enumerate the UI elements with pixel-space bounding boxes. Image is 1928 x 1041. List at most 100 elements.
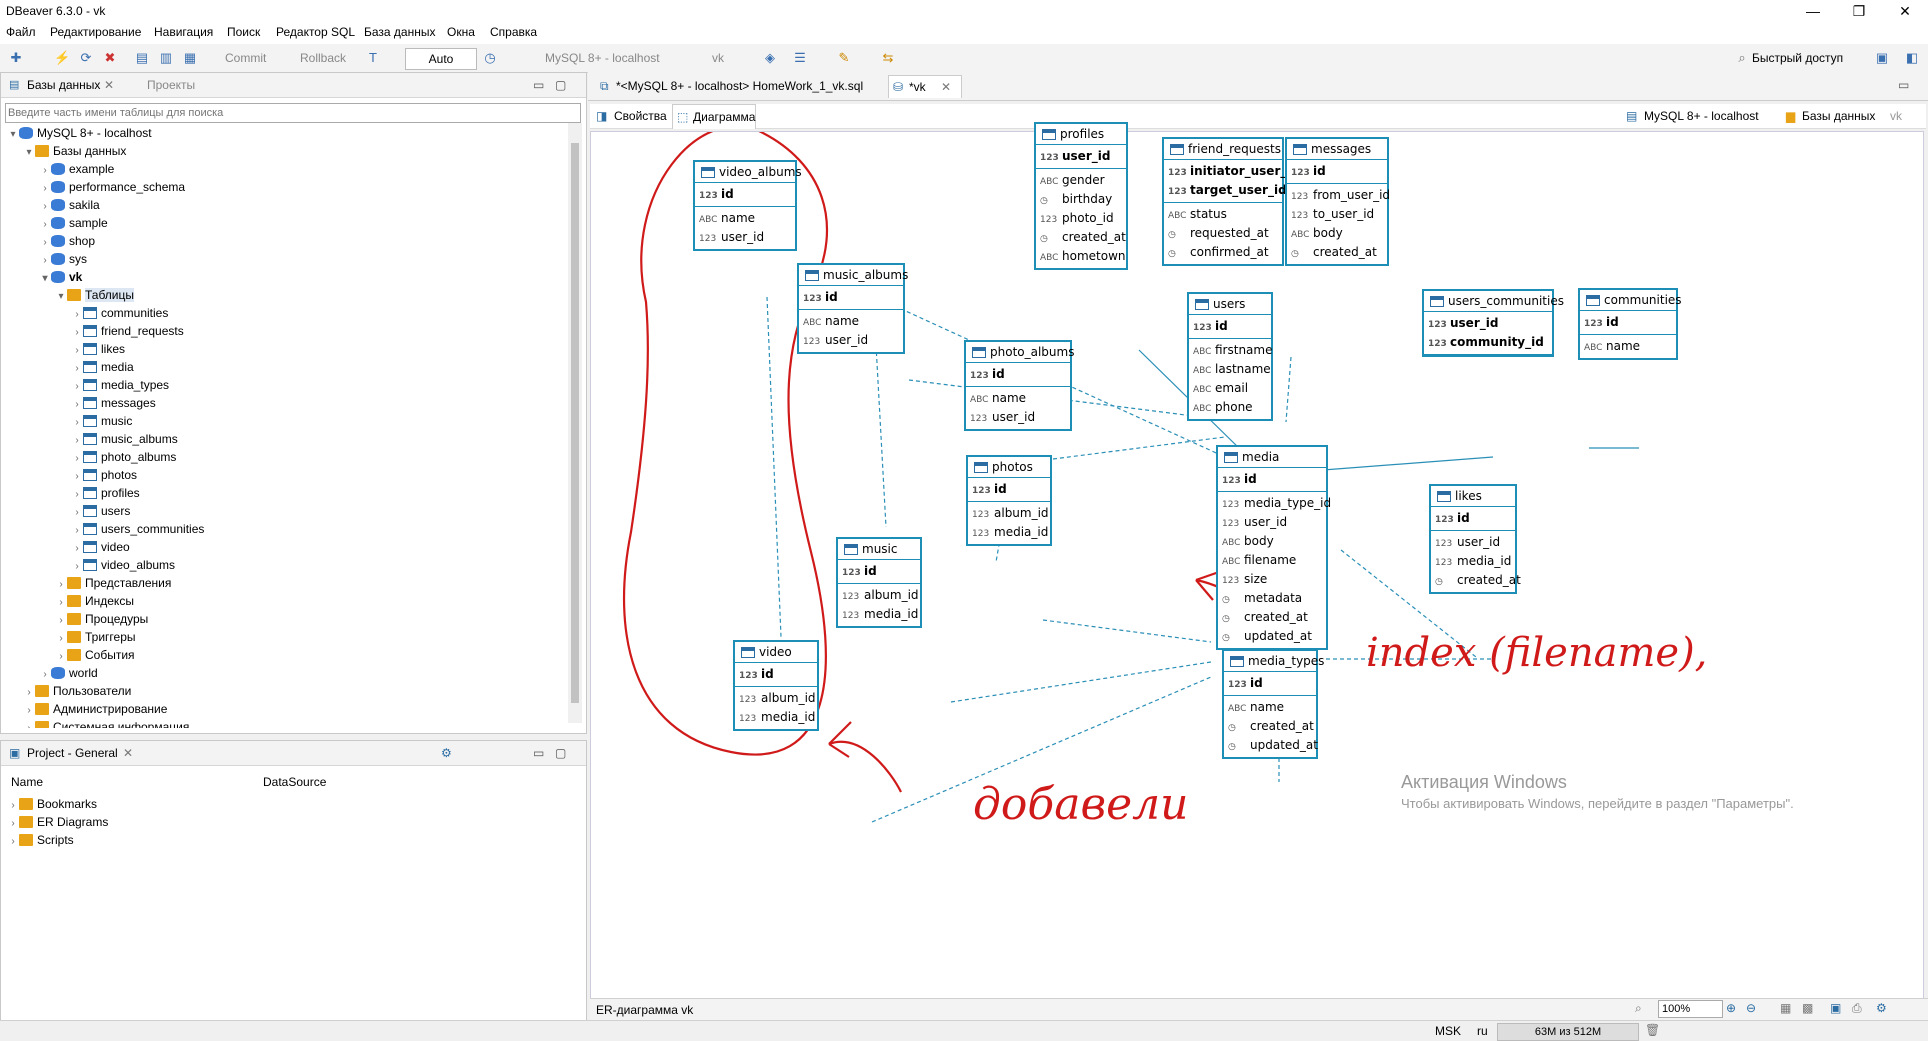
perspective-icon[interactable]: ▣ — [1875, 50, 1889, 65]
connect-icon[interactable]: ⚡ — [54, 50, 71, 65]
expand-arrow-icon[interactable]: › — [43, 255, 47, 266]
menu-sql-editor[interactable]: Редактор SQL — [276, 25, 356, 39]
tree-table[interactable]: ›users — [7, 502, 557, 520]
entity-header[interactable]: messages — [1287, 139, 1387, 160]
maximize-view-icon[interactable]: ▢ — [555, 78, 567, 92]
entity-header[interactable]: communities — [1580, 290, 1682, 311]
entity-header[interactable]: media — [1218, 447, 1326, 468]
tree-table[interactable]: ›messages — [7, 394, 557, 412]
layout-icon[interactable]: ▦ — [1780, 1001, 1792, 1015]
transaction-mode-icon[interactable]: T — [369, 50, 377, 65]
tree-table[interactable]: ›photos — [7, 466, 557, 484]
column-name-header[interactable]: Name — [11, 775, 44, 789]
tree-tables-folder[interactable]: ▾Таблицы — [58, 288, 135, 302]
diagram-database[interactable]: Базы данных — [1802, 109, 1876, 123]
tree-schema-world[interactable]: ›world — [43, 666, 98, 680]
garbage-collect-icon[interactable]: 🗑 — [1645, 1023, 1661, 1037]
expand-arrow-icon[interactable]: › — [75, 381, 79, 392]
tree-databases[interactable]: ▾Базы данных — [26, 144, 127, 158]
close-button[interactable]: ✕ — [1899, 3, 1911, 19]
menu-edit[interactable]: Редактирование — [50, 25, 142, 39]
active-schema-selector[interactable]: vk — [712, 51, 724, 65]
zoom-out-icon[interactable]: ⊖ — [1746, 1001, 1757, 1015]
entity-header[interactable]: photo_albums — [966, 342, 1074, 363]
tree-schema-vk[interactable]: ▾vk — [42, 270, 83, 284]
grid-icon[interactable]: ▩ — [1802, 1001, 1814, 1015]
link-icon[interactable]: ⇆ — [882, 50, 894, 65]
project-item[interactable]: ›Scripts — [7, 831, 108, 849]
table-search-input[interactable] — [5, 103, 581, 123]
entity-header[interactable]: media_types — [1224, 651, 1324, 672]
tree-folder[interactable]: ›Представления — [7, 574, 557, 592]
tree-table[interactable]: ›video — [7, 538, 557, 556]
tree-schema[interactable]: ›performance_schema — [7, 178, 557, 196]
expand-arrow-icon[interactable]: › — [75, 345, 79, 356]
expand-arrow-icon[interactable]: › — [59, 597, 63, 608]
tree-table[interactable]: ›profiles — [7, 484, 557, 502]
tree-table[interactable]: ›communities — [7, 304, 557, 322]
expand-arrow-icon[interactable]: › — [75, 417, 79, 428]
disconnect-icon[interactable]: ✖ — [104, 50, 116, 65]
tree-admin[interactable]: ›Администрирование — [27, 702, 168, 716]
open-sql-icon[interactable]: ▥ — [159, 50, 173, 65]
expand-arrow-icon[interactable]: › — [75, 561, 79, 572]
tab-vk-active[interactable]: ⛁ *vk ✕ — [888, 75, 962, 98]
tree-folder[interactable]: ›Индексы — [7, 592, 557, 610]
tree-folder[interactable]: ›События — [7, 646, 557, 664]
export-icon[interactable]: ▣ — [1830, 1001, 1842, 1015]
column[interactable]: ◷requested_at — [1164, 224, 1282, 243]
explain-icon[interactable]: ◈ — [765, 50, 775, 65]
entity-header[interactable]: video_albums — [695, 162, 802, 183]
expand-arrow-icon[interactable]: › — [75, 399, 79, 410]
sql-editor-icon[interactable]: ▤ — [135, 50, 149, 65]
expand-arrow-icon[interactable]: › — [59, 579, 63, 590]
column[interactable]: ◷updated_at — [1224, 736, 1318, 755]
expand-arrow-icon[interactable]: › — [43, 237, 47, 248]
tree-connection[interactable]: ▾MySQL 8+ - localhost — [10, 126, 152, 140]
tree-table[interactable]: ›video_albums — [7, 556, 557, 574]
project-tab[interactable]: Project - General — [27, 746, 118, 760]
tree-schema[interactable]: ›sample — [7, 214, 557, 232]
minimize-view-icon[interactable]: ▭ — [533, 746, 545, 760]
tree-table[interactable]: ›music — [7, 412, 557, 430]
tree-schema[interactable]: ›shop — [7, 232, 557, 250]
menu-navigate[interactable]: Навигация — [154, 25, 214, 39]
tree-table[interactable]: ›friend_requests — [7, 322, 557, 340]
expand-arrow-icon[interactable]: › — [11, 800, 15, 811]
column[interactable]: ◷created_at — [1218, 608, 1326, 627]
expand-arrow-icon[interactable]: › — [75, 507, 79, 518]
column-datasource-header[interactable]: DataSource — [263, 775, 327, 789]
subtab-properties[interactable]: Свойства — [614, 109, 667, 123]
expand-arrow-icon[interactable]: › — [75, 363, 79, 374]
project-item[interactable]: ›Bookmarks — [7, 795, 108, 813]
column[interactable]: ◷created_at — [1287, 243, 1387, 262]
expand-arrow-icon[interactable]: › — [59, 633, 63, 644]
column[interactable]: ◷created_at — [1431, 571, 1521, 590]
subtab-diagram[interactable]: ⬚ Диаграмма — [672, 104, 756, 129]
